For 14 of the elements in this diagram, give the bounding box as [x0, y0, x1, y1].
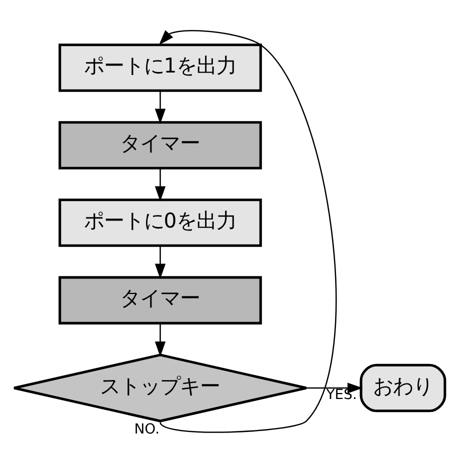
node-box: タイマー — [58, 276, 262, 324]
arrow — [306, 382, 362, 393]
node-box: ポートに0を出力 — [58, 198, 262, 246]
edge-label: NO. — [134, 420, 160, 437]
arrow — [154, 245, 166, 279]
arrow — [154, 168, 166, 202]
node-box: おわり — [359, 363, 446, 412]
arrow — [158, 30, 336, 432]
node-box: ポートに1を出力 — [58, 43, 262, 92]
arrow — [154, 323, 166, 356]
node-box: タイマー — [58, 120, 262, 169]
node-diamond: ストップキー — [12, 353, 308, 422]
arrow — [154, 90, 166, 124]
edge-label: YES. — [326, 386, 356, 403]
